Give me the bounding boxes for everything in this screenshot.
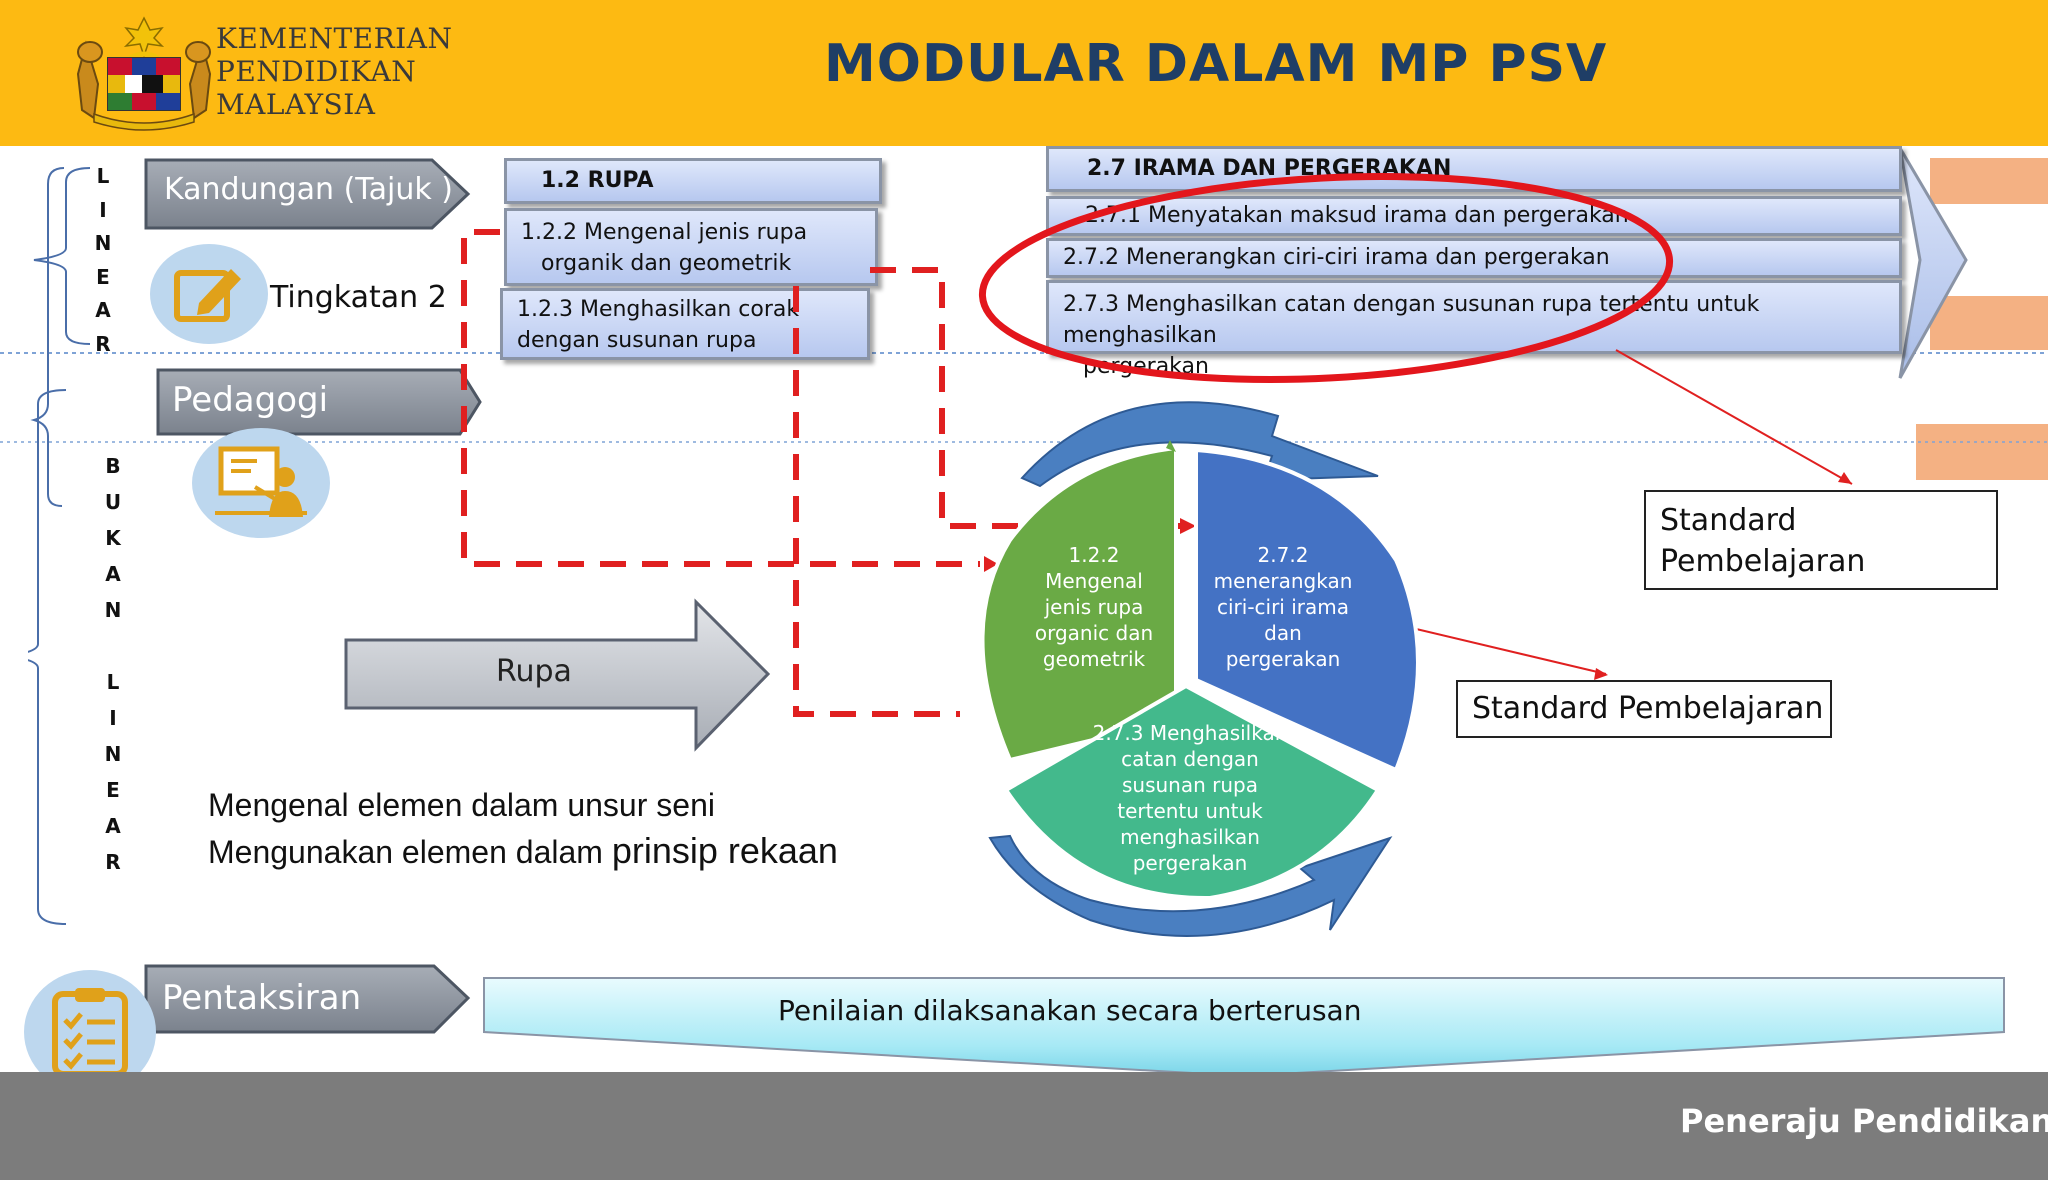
bukan-letter: A xyxy=(105,814,121,838)
coat-of-arms-logo xyxy=(76,16,212,131)
orange-block-2 xyxy=(1930,296,2048,350)
bukan-letter: L xyxy=(106,670,120,694)
assessment-banner-text: Penilaian dilaksanakan secara berterusan xyxy=(778,994,1362,1027)
bukan-letter: E xyxy=(106,778,120,802)
body-text: Mengenal elemen dalam unsur seni Menguna… xyxy=(208,782,838,875)
rupa-header-box: 1.2 RUPA xyxy=(504,158,882,204)
bukan-letter: B xyxy=(105,454,121,478)
cycle-green-line: geometrik xyxy=(1042,647,1146,671)
cycle-teal-line: tertentu untuk xyxy=(1117,799,1263,823)
cycle-teal-line: menghasilkan xyxy=(1120,825,1260,849)
rupa-arrow-shape xyxy=(344,598,771,752)
bukan-letter: R xyxy=(105,850,121,874)
orange-block-1 xyxy=(1930,158,2048,204)
cycle-teal-line: susunan rupa xyxy=(1121,773,1258,797)
linear-letter: I xyxy=(99,197,107,222)
teacher-icon-circle xyxy=(192,428,330,538)
linear-brace xyxy=(33,167,91,345)
linear-letter: A xyxy=(95,298,111,322)
ministry-line-1: KEMENTERIAN xyxy=(216,22,453,55)
ministry-name: KEMENTERIAN PENDIDIKAN MALAYSIA xyxy=(216,22,452,121)
cycle-teal-text: 2.7.3 Menghasilkan catan dengan susunan … xyxy=(1080,720,1300,876)
cycle-segment-teal xyxy=(1003,683,1381,901)
irama-arrow-shape xyxy=(1898,147,1968,379)
kandungan-label: Kandungan (Tajuk ) xyxy=(164,172,453,207)
assessment-banner-shape xyxy=(483,977,2005,1078)
body-text-line-2b: prinsip rekaan xyxy=(611,830,838,871)
rupa-item-1-line-1: 1.2.2 Mengenal jenis rupa xyxy=(521,220,808,245)
tingkatan-label: Tingkatan 2 xyxy=(270,280,447,315)
cycle-green-line: Mengenal xyxy=(1045,569,1143,593)
cycle-blue-line: 2.7.2 xyxy=(1257,543,1309,567)
cycle-green-line: jenis rupa xyxy=(1044,595,1144,619)
cycle-blue-line: menerangkan xyxy=(1213,569,1353,593)
bukan-letter: A xyxy=(105,562,121,586)
page-title: MODULAR DALAM MP PSV xyxy=(824,34,1608,94)
cycle-teal-line: catan dengan xyxy=(1121,747,1259,771)
pedagogi-arrow-shape xyxy=(156,368,482,436)
cycle-teal-line: 2.7.3 Menghasilkan xyxy=(1092,721,1288,745)
ministry-line-2: PENDIDIKAN xyxy=(216,55,417,88)
linear-letter: E xyxy=(96,264,110,289)
standard-pembelajaran-box-1: Standard Pembelajaran xyxy=(1644,490,1998,590)
rupa-item-1-line-2: organik dan geometrik xyxy=(541,251,792,276)
irama-item-1-box: 2.7.1 Menyatakan maksud irama dan perger… xyxy=(1046,196,1902,236)
footer-tagline: Peneraju Pendidikan N xyxy=(1680,1102,2048,1140)
linear-letter: R xyxy=(95,331,111,356)
standard-pembelajaran-box-2: Standard Pembelajaran xyxy=(1456,680,1832,738)
cycle-green-line: 1.2.2 xyxy=(1068,543,1120,567)
bukan-letter: N xyxy=(104,742,122,766)
cycle-diagram xyxy=(980,401,1420,937)
irama-header-box: 2.7 IRAMA DAN PERGERAKAN xyxy=(1046,146,1902,192)
pedagogi-label: Pedagogi xyxy=(172,380,329,420)
footer-bar xyxy=(0,1072,2048,1180)
cycle-teal-line: pergerakan xyxy=(1132,851,1248,875)
rupa-item-2-box: 1.2.3 Menghasilkan corak dengan susunan … xyxy=(500,288,870,360)
rupa-arrow-label: Rupa xyxy=(496,654,572,689)
header-bar xyxy=(0,0,2048,146)
teacher-icon xyxy=(215,446,307,517)
standard-box-1-line-2: Pembelajaran xyxy=(1660,544,1866,579)
irama-item-3-box: 2.7.3 Menghasilkan catan dengan susunan … xyxy=(1046,280,1902,379)
highlight-ellipse xyxy=(978,173,1674,383)
linear-vertical-label: L I N E A R xyxy=(88,160,118,361)
irama-item-2-box: 2.7.2 Menerangkan ciri-ciri irama dan pe… xyxy=(1046,238,1902,278)
rupa-item-2-line-1: 1.2.3 Menghasilkan corak xyxy=(517,297,800,322)
cycle-blue-text: 2.7.2 menerangkan ciri-ciri irama dan pe… xyxy=(1200,542,1366,672)
rupa-item-2-line-2: dengan susunan rupa xyxy=(517,328,757,353)
linear-letter: L xyxy=(96,164,110,188)
edit-icon xyxy=(174,269,241,322)
ministry-line-3: MALAYSIA xyxy=(216,88,376,121)
orange-block-3 xyxy=(1916,424,2048,480)
bukan-letter: K xyxy=(105,526,121,550)
cycle-blue-line: ciri-ciri irama xyxy=(1216,595,1349,619)
linear-letter: N xyxy=(94,231,112,255)
body-text-line-2: Mengunakan elemen dalam prinsip rekaan xyxy=(208,828,838,875)
standard-box-1-line-1: Standard xyxy=(1660,503,1797,538)
body-text-line-1: Mengenal elemen dalam unsur seni xyxy=(208,787,715,823)
bukan-letter: I xyxy=(109,706,117,730)
body-text-line-2a: Mengunakan elemen dalam xyxy=(208,834,612,870)
rupa-item-1-box: 1.2.2 Mengenal jenis rupa organik dan ge… xyxy=(504,208,878,286)
cycle-segment-blue xyxy=(1194,447,1420,773)
cycle-green-text: 1.2.2 Mengenal jenis rupa organic dan ge… xyxy=(1020,542,1168,672)
bukan-letter: U xyxy=(104,490,122,514)
cycle-green-line: organic dan xyxy=(1034,621,1154,645)
edit-icon-circle xyxy=(150,244,268,344)
cycle-segment-green xyxy=(980,445,1178,763)
bukan-linear-vertical-label: B U K A N L I N E A R xyxy=(98,448,128,880)
kandungan-arrow-shape xyxy=(144,158,471,230)
cycle-blue-line: dan xyxy=(1264,621,1302,645)
cycle-blue-line: pergerakan xyxy=(1225,647,1341,671)
pentaksiran-label: Pentaksiran xyxy=(162,978,362,1018)
bukan-letter: N xyxy=(104,598,122,622)
side-braces xyxy=(28,167,67,925)
